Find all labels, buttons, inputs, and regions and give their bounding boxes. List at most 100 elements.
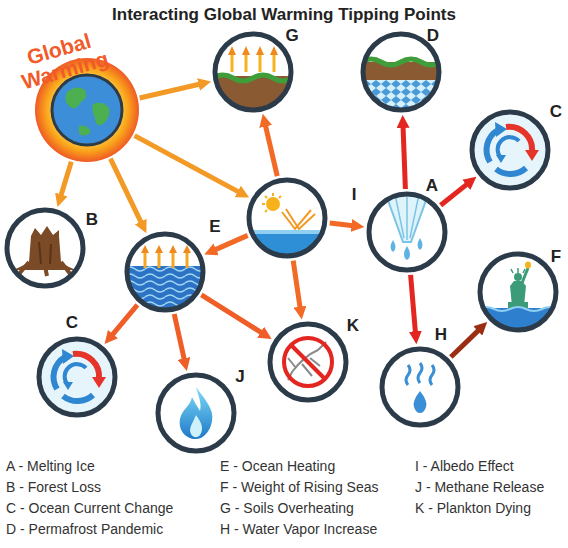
legend-text: E - Ocean Heating — [220, 458, 335, 474]
influence-arrow — [140, 84, 201, 98]
tipping-point-node: F — [477, 251, 559, 333]
node-outline — [477, 251, 559, 333]
tipping-point-node: I — [246, 177, 328, 259]
node-ring — [369, 194, 445, 270]
node-ring — [270, 324, 346, 400]
node-ring — [215, 34, 291, 110]
tipping-point-node: H — [379, 346, 461, 428]
vapor-icon — [383, 350, 457, 424]
node-ring — [363, 34, 439, 110]
node-ring — [472, 112, 548, 188]
node-letter: A — [426, 177, 438, 195]
stump-icon — [8, 211, 82, 285]
node-letter: I — [352, 186, 357, 204]
node-outline — [4, 207, 86, 289]
legend-text: F - Weight of Rising Seas — [220, 479, 378, 495]
influence-arrow — [135, 136, 240, 193]
legend-text: C - Ocean Current Change — [6, 500, 173, 516]
node-outline — [379, 346, 461, 428]
statue-icon — [478, 255, 558, 334]
node-ring — [7, 210, 83, 286]
diagram-title: Interacting Global Warming Tipping Point… — [0, 5, 568, 25]
node-ring — [480, 254, 556, 330]
node-ring — [39, 339, 115, 415]
node-outline — [267, 321, 349, 403]
legend-entry: B - Forest Loss — [6, 479, 101, 495]
permafrost-icon — [361, 35, 441, 114]
node-letter: C — [66, 314, 78, 332]
legend-text: J - Methane Release — [415, 479, 544, 495]
tipping-point-node: B — [4, 207, 86, 289]
legend-entry: G - Soils Overheating — [220, 500, 354, 516]
node-outline — [212, 31, 294, 113]
legend-text: I - Albedo Effect — [415, 458, 514, 474]
legend-text: A - Melting Ice — [6, 458, 95, 474]
node-outline — [36, 336, 118, 418]
influence-arrow — [112, 305, 138, 336]
node-outline — [366, 191, 448, 273]
tipping-point-node: G — [212, 31, 294, 113]
influence-arrow — [214, 235, 247, 250]
influence-arrow — [174, 314, 184, 360]
tipping-point-node: A — [366, 191, 448, 273]
flame-icon — [159, 376, 233, 450]
influence-arrow — [403, 126, 405, 189]
influence-arrow — [61, 162, 72, 197]
influence-arrow — [411, 275, 416, 333]
node-ring — [158, 375, 234, 451]
tipping-point-node: D — [360, 31, 442, 113]
influence-arrow — [293, 261, 300, 309]
node-letter: G — [285, 27, 298, 45]
legend-entry: E - Ocean Heating — [220, 458, 335, 474]
influence-arrow — [110, 159, 141, 224]
ocean-heat-icon — [125, 235, 205, 314]
node-letter: D — [427, 27, 439, 45]
node-ring — [249, 180, 325, 256]
node-ring — [127, 234, 203, 310]
legend-text: G - Soils Overheating — [220, 500, 354, 516]
node-letter: K — [347, 317, 359, 335]
influence-arrow — [451, 330, 479, 357]
legend-text: H - Water Vapor Increase — [220, 521, 377, 537]
legend-entry: K - Plankton Dying — [415, 500, 531, 516]
soil-icon — [213, 35, 293, 116]
ice-icon — [370, 192, 444, 269]
legend-text: B - Forest Loss — [6, 479, 101, 495]
legend-entry: C - Ocean Current Change — [6, 500, 173, 516]
albedo-icon — [247, 181, 327, 260]
warming-globe-node: Global Warming — [35, 58, 139, 162]
tipping-point-node: K — [267, 321, 349, 403]
node-letter: C — [550, 103, 562, 121]
legend-text: D - Permafrost Pandemic — [6, 521, 163, 537]
node-letter: F — [551, 248, 561, 266]
influence-arrow — [441, 184, 468, 206]
node-ring — [52, 75, 122, 145]
node-outline — [124, 231, 206, 313]
node-letter: E — [209, 218, 220, 236]
legend-entry: A - Melting Ice — [6, 458, 95, 474]
influence-arrow — [265, 125, 277, 177]
node-outline — [246, 177, 328, 259]
tipping-point-node: C — [36, 336, 118, 418]
node-outline — [469, 109, 551, 191]
node-outline — [155, 372, 237, 454]
legend-entry: D - Permafrost Pandemic — [6, 521, 163, 537]
plankton-icon — [271, 325, 345, 399]
tipping-point-node: C — [469, 109, 551, 191]
influence-arrow — [330, 223, 354, 226]
current-icon — [473, 113, 547, 187]
legend-entry: J - Methane Release — [415, 479, 544, 495]
legend-entry: I - Albedo Effect — [415, 458, 514, 474]
node-letter: B — [86, 211, 98, 229]
legend-entry: H - Water Vapor Increase — [220, 521, 377, 537]
legend-entry: F - Weight of Rising Seas — [220, 479, 378, 495]
tipping-point-node: E — [124, 231, 206, 313]
legend-text: K - Plankton Dying — [415, 500, 531, 516]
node-letter: J — [235, 368, 244, 386]
current-icon — [40, 340, 114, 414]
influence-arrow — [201, 295, 262, 333]
node-ring — [382, 349, 458, 425]
tipping-point-node: J — [155, 372, 237, 454]
node-letter: H — [435, 326, 447, 344]
